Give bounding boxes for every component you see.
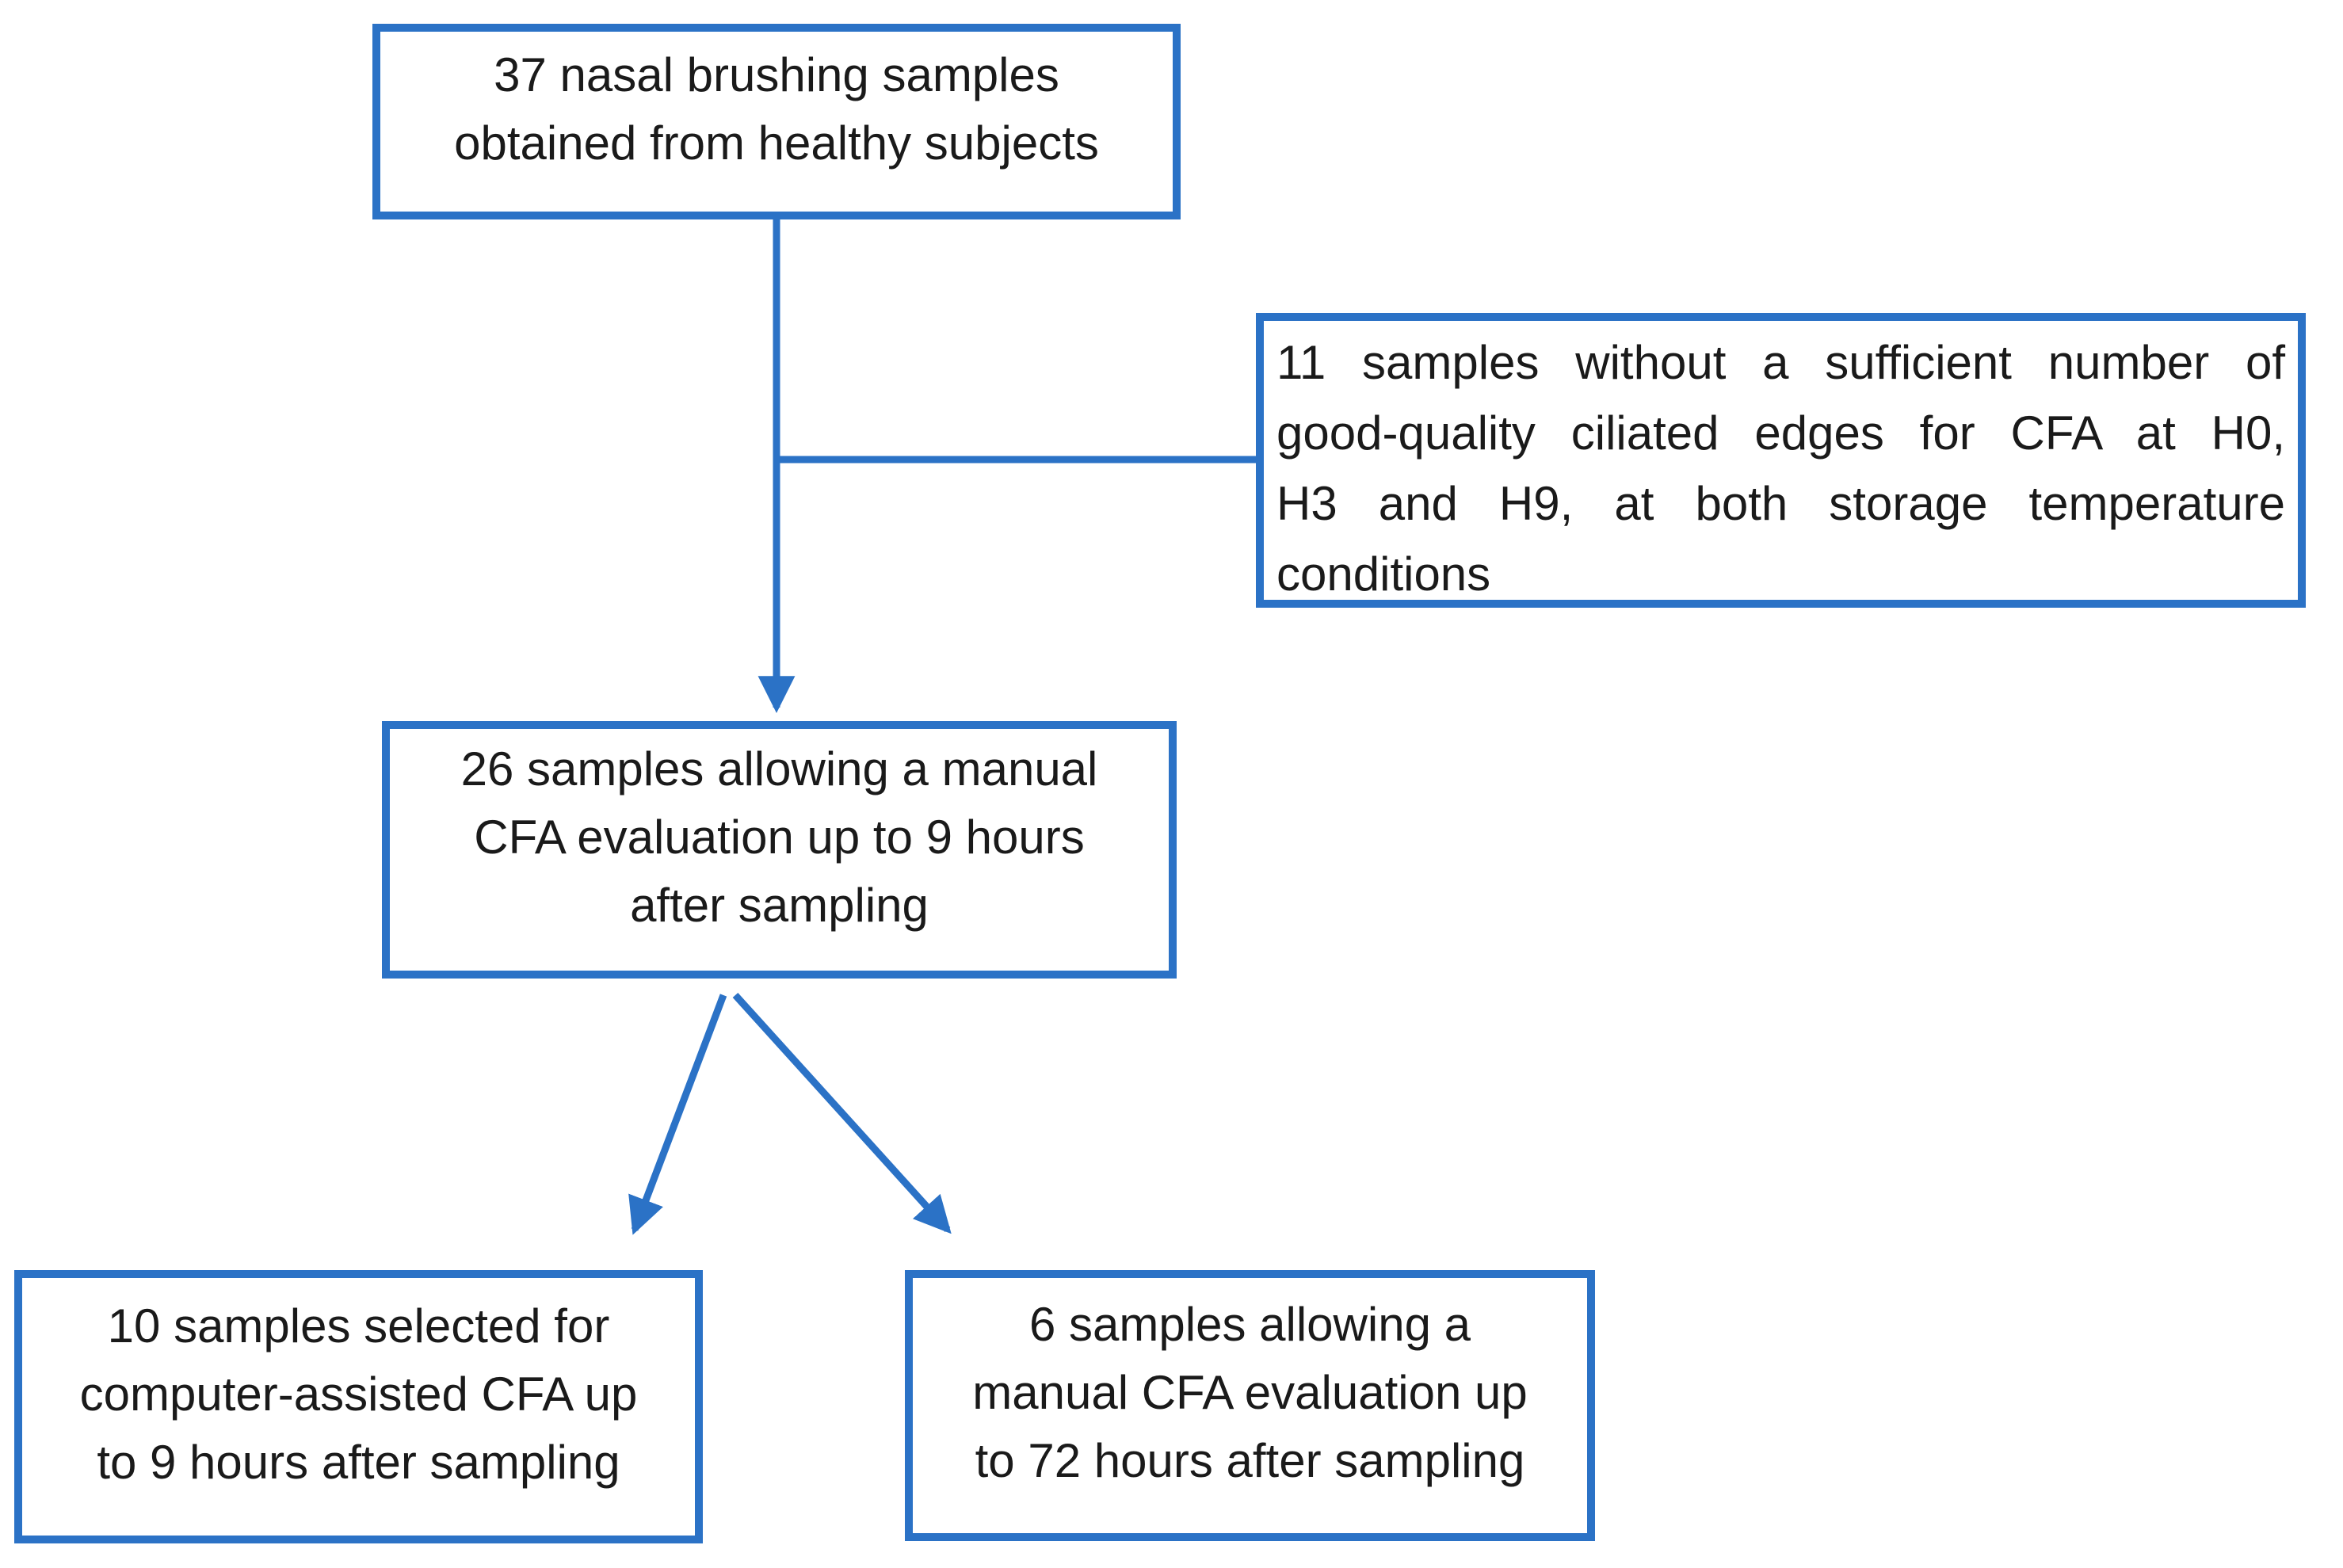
box-text-line: 11 samples without a sufficient number o… — [1276, 336, 2285, 389]
box-total-samples: 37 nasal brushing samples obtained from … — [372, 24, 1181, 219]
box-text-line: obtained from healthy subjects — [454, 116, 1099, 170]
box-manual-cfa-9h-text: 26 samples allowing a manual CFA evaluat… — [390, 735, 1169, 940]
box-manual-cfa-72h: 6 samples allowing a manual CFA evaluati… — [905, 1270, 1595, 1541]
box-text-line: 6 samples allowing a — [1029, 1298, 1471, 1351]
arrow-middle-to-bottom-right — [732, 992, 952, 1234]
box-text-line: 10 samples selected for — [107, 1299, 610, 1352]
box-computer-assisted-cfa: 10 samples selected for computer-assiste… — [14, 1270, 703, 1543]
box-text-line: computer-assisted CFA up — [79, 1367, 638, 1421]
box-computer-assisted-cfa-text: 10 samples selected for computer-assiste… — [22, 1292, 695, 1497]
box-text-line: after sampling — [630, 878, 929, 932]
box-text-line: conditions — [1276, 547, 1491, 601]
box-text-line: good-quality ciliated edges for CFA at H… — [1276, 406, 2285, 460]
box-total-samples-text: 37 nasal brushing samples obtained from … — [380, 41, 1173, 177]
box-text-line: H3 and H9, at both storage temperature — [1276, 477, 2285, 530]
box-manual-cfa-9h: 26 samples allowing a manual CFA evaluat… — [382, 721, 1177, 979]
box-manual-cfa-72h-text: 6 samples allowing a manual CFA evaluati… — [913, 1291, 1587, 1495]
box-excluded-samples-text: 11 samples without a sufficient number o… — [1276, 321, 2285, 609]
box-text-line: 26 samples allowing a manual — [460, 742, 1098, 795]
box-text-line: 37 nasal brushing samples — [494, 48, 1059, 101]
arrow-middle-to-bottom-left — [628, 994, 727, 1235]
box-text-line: manual CFA evaluation up — [972, 1366, 1528, 1419]
box-excluded-samples: 11 samples without a sufficient number o… — [1256, 313, 2306, 608]
box-text-line: to 72 hours after sampling — [975, 1434, 1525, 1487]
box-text-line: CFA evaluation up to 9 hours — [474, 810, 1085, 864]
box-text-line: to 9 hours after sampling — [97, 1435, 620, 1489]
